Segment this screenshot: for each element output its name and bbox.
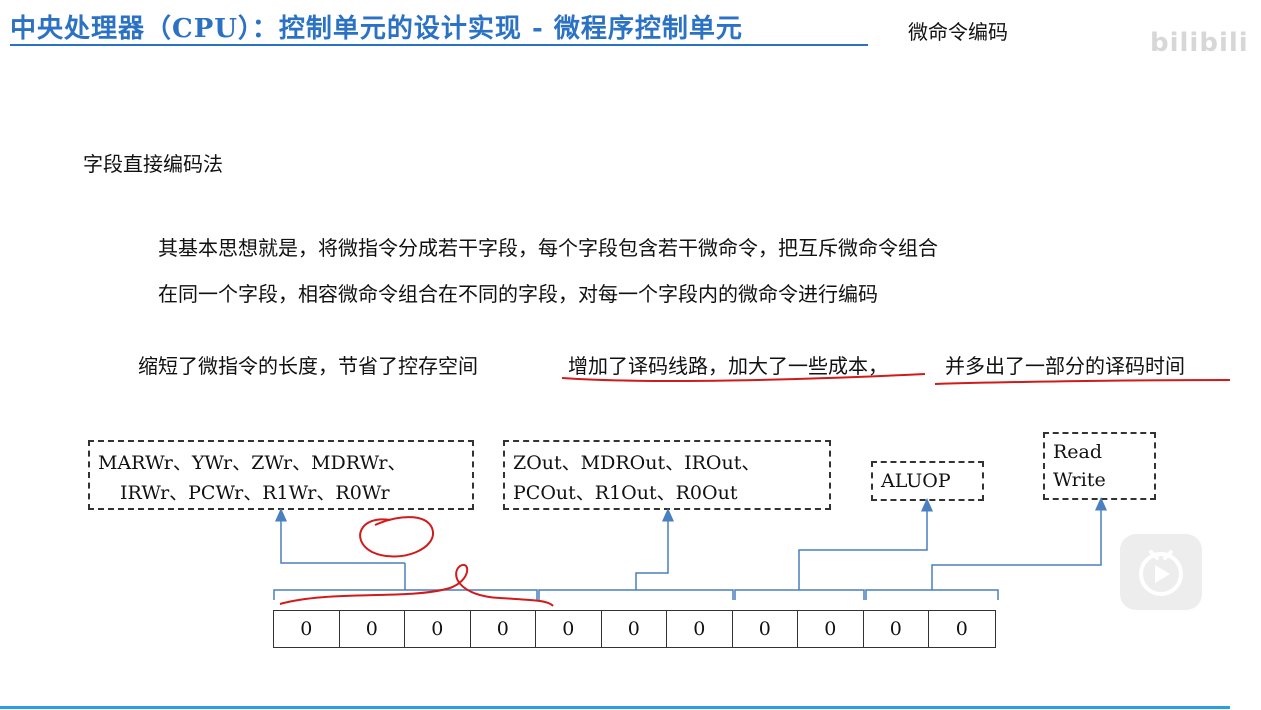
field-group-line: PCOut、R1Out、R0Out [513, 482, 738, 504]
progress-rule [0, 706, 1230, 709]
bit-cell: 0 [405, 611, 471, 647]
bit-cell: 0 [733, 611, 798, 647]
bit-cell: 0 [274, 611, 340, 647]
play-icon [1139, 550, 1183, 596]
field-group-line: Write [1053, 469, 1106, 491]
annotation-underline-cost [561, 373, 926, 382]
field-group-line: MARWr、YWr、ZWr、MDRWr、 [98, 452, 407, 474]
section-heading: 字段直接编码法 [83, 152, 223, 176]
note-cost: 增加了译码线路，加大了一些成本， [568, 354, 888, 378]
microinstruction-bits: 0 0 0 0 0 0 0 0 0 0 0 [273, 610, 996, 648]
bit-cell: 0 [536, 611, 602, 647]
slide-title: 中央处理器（CPU）：控制单元的设计实现 - 微程序控制单元 [10, 14, 743, 44]
annotation-circle [359, 516, 435, 558]
bit-cell: 0 [798, 611, 864, 647]
field-group-line: IRWr、PCWr、R1Wr、R0Wr [120, 482, 390, 504]
bit-cell: 0 [667, 611, 733, 647]
field-group-read-write: Read Write [1043, 432, 1156, 500]
play-button[interactable] [1120, 534, 1202, 610]
field-group-write-signals: MARWr、YWr、ZWr、MDRWr、 IRWr、PCWr、R1Wr、R0Wr [88, 440, 474, 510]
field-group-line: ALUOP [881, 470, 951, 492]
bit-cell: 0 [955, 618, 968, 640]
bit-cell: 0 [340, 611, 405, 647]
field-brackets [273, 497, 1107, 600]
field-group-line: Read [1053, 441, 1103, 463]
bit-cell: 0 [602, 611, 667, 647]
note-advantage: 缩短了微指令的长度，节省了控存空间 [138, 354, 478, 378]
annotation-loop [279, 563, 554, 607]
note-time: 并多出了一部分的译码时间 [945, 354, 1185, 378]
paragraph-line-1: 其基本思想就是，将微指令分成若干字段，每个字段包含若干微命令，把互斥微命令组合 [158, 236, 938, 260]
field-group-line: ZOut、MDROut、IROut、 [513, 452, 761, 474]
title-underline [10, 44, 868, 46]
bilibili-watermark: bilibili [1150, 28, 1249, 58]
bit-cell: 0 [864, 611, 929, 647]
section-tag: 微命令编码 [908, 20, 1008, 44]
bit-cell: 0 [471, 611, 536, 647]
annotation-underline-time [934, 379, 1231, 385]
paragraph-line-2: 在同一个字段，相容微命令组合在不同的字段，对每一个字段内的微命令进行编码 [158, 282, 878, 306]
